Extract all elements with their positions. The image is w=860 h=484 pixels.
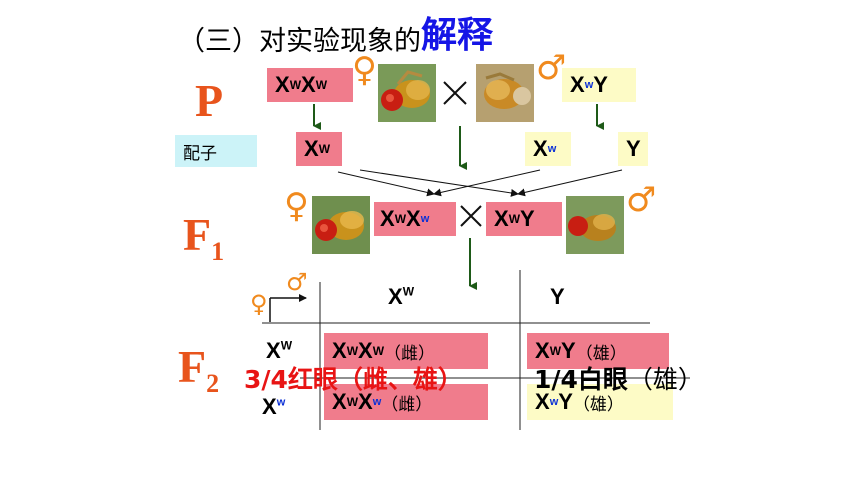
cross-icon xyxy=(457,202,485,234)
generation-f1-label: F1 xyxy=(183,208,224,266)
fruit-fly-photo xyxy=(566,196,624,254)
result-red-eye-ratio: 3/4红眼（雌、雄） xyxy=(244,365,463,394)
fruit-fly-photo xyxy=(378,64,436,122)
f1-letter: F xyxy=(183,209,212,260)
f1-subscript: 1 xyxy=(211,237,225,266)
male-symbol-icon: ♂ xyxy=(536,48,567,88)
female-symbol-icon: ♀ xyxy=(284,186,309,226)
generation-p-label: P xyxy=(195,75,224,126)
cross-table-axes-icon xyxy=(269,294,307,322)
fruit-fly-photo xyxy=(312,196,370,254)
female-symbol-icon: ♀ xyxy=(250,290,268,318)
table-row-XW: XW xyxy=(266,338,293,363)
title-prefix: （三）对实验现象的 xyxy=(178,26,421,57)
male-symbol-icon: ♂ xyxy=(286,268,308,296)
generation-f2-label: F2 xyxy=(178,340,219,398)
f2-letter: F xyxy=(178,341,207,392)
title-emphasis: 解释 xyxy=(421,15,494,56)
gamete-male-Y: Y xyxy=(618,132,648,166)
f2-subscript: 2 xyxy=(206,369,220,398)
table-row-Xw: Xw xyxy=(262,394,286,419)
cross-icon xyxy=(440,78,470,112)
slide-title: （三）对实验现象的 解释 xyxy=(178,10,493,58)
fruit-fly-photo xyxy=(476,64,534,122)
female-symbol-icon: ♀ xyxy=(352,50,377,90)
male-symbol-icon: ♂ xyxy=(626,180,657,220)
gamete-label: 配子 xyxy=(175,135,257,167)
result-white-eye-ratio: 1/4白眼（雄） xyxy=(534,365,703,394)
table-header-Y: Y xyxy=(550,284,565,309)
table-header-XW: XW xyxy=(388,284,415,309)
